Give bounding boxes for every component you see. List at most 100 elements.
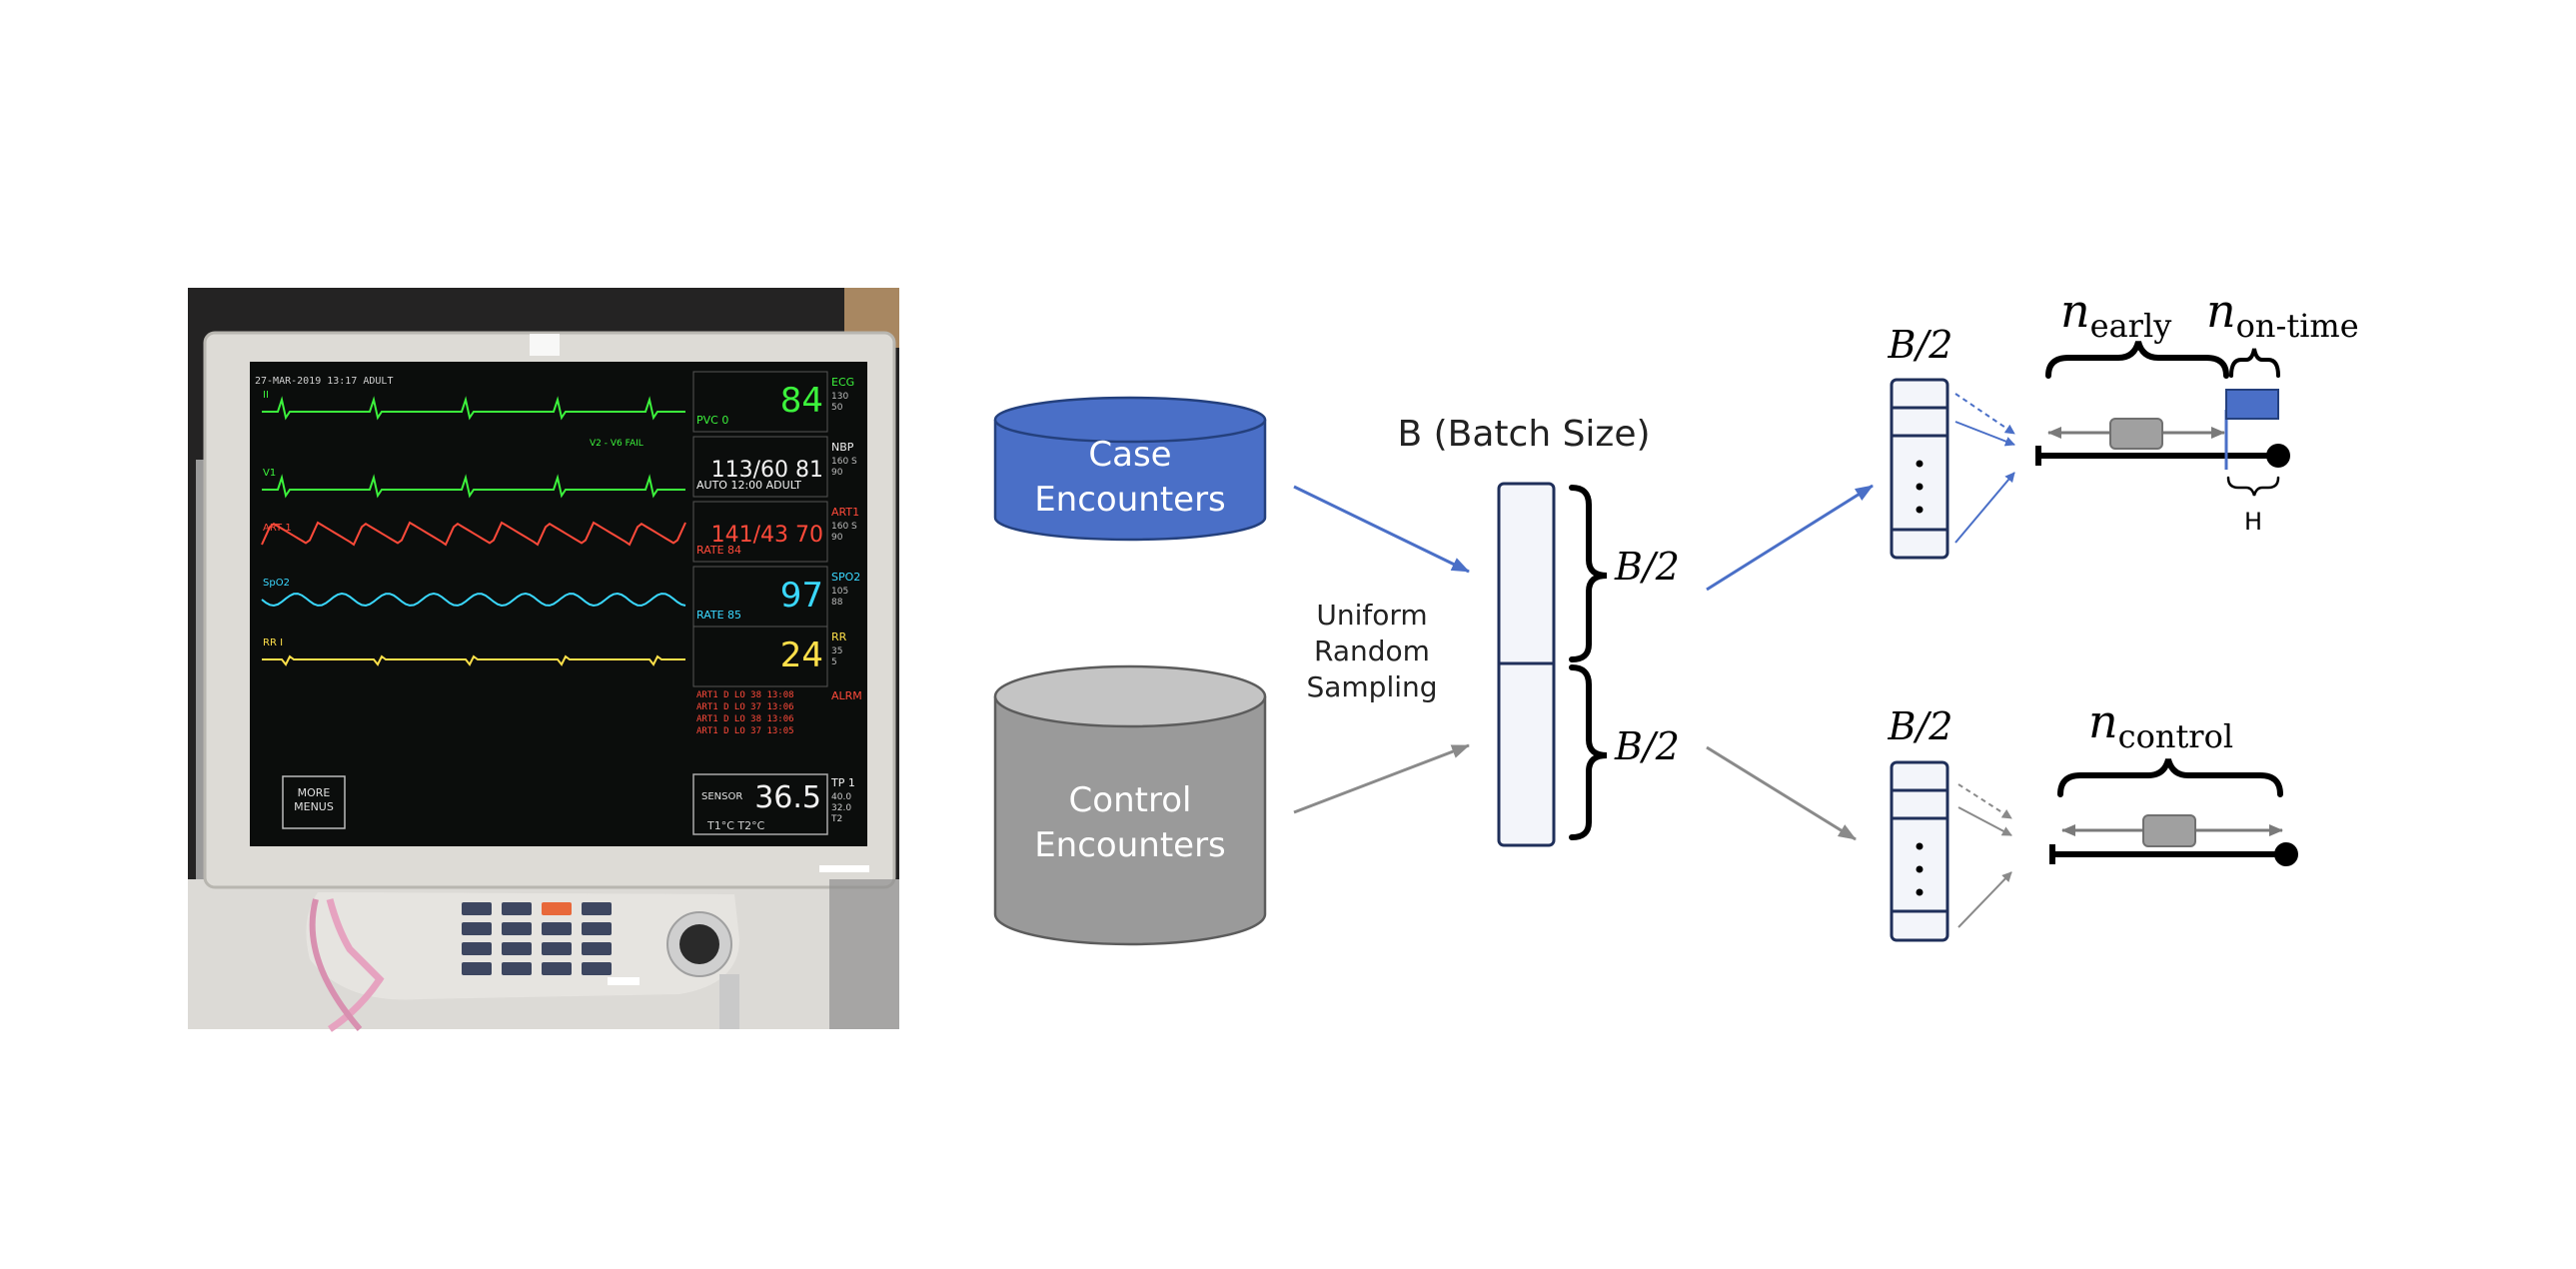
alarm-label: ALRM — [831, 689, 862, 702]
n-ontime-label: non-time — [2206, 284, 2359, 345]
vital-limit: 88 — [831, 598, 843, 608]
vital-sub-label: AUTO 12:00 ADULT — [696, 479, 801, 492]
on-time-box — [2225, 389, 2279, 420]
vital-panel — [692, 626, 828, 687]
vital-limit: 90 — [831, 468, 843, 478]
sensor-label: SENSOR — [701, 791, 742, 802]
keypad-key — [462, 942, 492, 955]
bottom-branch-arrow — [1706, 745, 1857, 841]
vital-panel — [692, 436, 828, 498]
keypad-key — [542, 942, 572, 955]
vital-param: RR — [831, 631, 847, 643]
top-half-label: B/2 — [1614, 545, 1680, 589]
rotary-knob — [679, 924, 719, 964]
keypad-key — [502, 962, 532, 975]
case-to-batch-arrow — [1293, 485, 1470, 574]
alarm-entry: ART1 D LO 38 13:08 — [696, 690, 794, 700]
n-early-brace — [2045, 341, 2229, 379]
bottom-half-label: B/2 — [1614, 724, 1680, 768]
bottom-window-box — [2142, 814, 2196, 847]
vital-value: 141/43 70 — [711, 523, 823, 548]
vital-value: 84 — [780, 381, 823, 421]
bottom-branch-label: B/2 — [1888, 704, 1953, 748]
h-label: H — [2244, 508, 2262, 536]
keypad-key — [542, 902, 572, 915]
n-control-brace — [2057, 758, 2283, 797]
vital-sub-label: RATE 84 — [696, 544, 741, 557]
keypad-key — [582, 922, 612, 935]
keypad-key — [582, 942, 612, 955]
vital-limit: 130 — [831, 392, 848, 402]
vital-param: ECG — [831, 376, 854, 389]
alarm-entry: ART1 D LO 37 13:06 — [696, 702, 794, 712]
vital-value: 113/60 81 — [711, 458, 823, 483]
control-to-batch-arrow — [1293, 743, 1470, 814]
vital-limit: 50 — [831, 403, 843, 413]
monitor-header: 27-MAR-2019 13:17 ADULT — [255, 376, 393, 387]
sampling-line3: Sampling — [1306, 670, 1437, 703]
top-window-box — [2109, 418, 2163, 450]
sampling-line1: Uniform — [1316, 599, 1427, 632]
sampling-line2: Random — [1314, 634, 1430, 667]
waveform — [261, 521, 686, 547]
keypad-key — [502, 942, 532, 955]
top-branch-label: B/2 — [1888, 323, 1953, 367]
wave-label: RR I — [263, 637, 283, 648]
top-minibatch — [1890, 378, 1949, 560]
monitor-screen — [250, 362, 867, 846]
keypad-key — [582, 902, 612, 915]
keypad-key — [502, 922, 532, 935]
keypad-key — [462, 902, 492, 915]
top-half-brace — [1569, 485, 1608, 662]
batch-size-label: B (Batch Size) — [1397, 414, 1650, 455]
vital-limit: 90 — [831, 533, 843, 543]
control-label-line2: Encounters — [1034, 825, 1226, 865]
control-encounters-database: Control Encounters — [993, 664, 1267, 946]
n-control-label: ncontrol — [2088, 694, 2233, 755]
keypad-key — [542, 962, 572, 975]
vital-value: 24 — [780, 635, 823, 675]
wave-label: ART 1 — [263, 523, 292, 534]
waveform — [262, 474, 685, 499]
control-keypad — [462, 902, 612, 975]
keypad-key — [582, 962, 612, 975]
vital-limit: 160 S — [831, 457, 857, 467]
h-brace — [2226, 476, 2280, 497]
keypad-key — [462, 962, 492, 975]
vital-panel — [692, 501, 828, 563]
vital-sub-label: RATE 85 — [696, 609, 741, 622]
vital-value: 97 — [780, 576, 823, 616]
case-label-line2: Encounters — [1034, 480, 1226, 520]
bottom-half-brace — [1569, 664, 1608, 840]
vital-param: ART1 — [831, 506, 859, 519]
bottom-minibatch — [1890, 760, 1949, 942]
case-encounters-database: Case Encounters — [993, 396, 1267, 542]
wave-label: V1 — [263, 468, 276, 479]
bottom-timeline-end — [2274, 842, 2298, 866]
sensor-value: 36.5 — [754, 780, 821, 815]
vital-limit: 160 S — [831, 522, 857, 532]
case-label-line1: Case — [1088, 435, 1171, 475]
vital-param: NBP — [831, 441, 854, 454]
vital-sub-label: PVC 0 — [696, 414, 728, 427]
alarm-entry: ART1 D LO 38 13:06 — [696, 714, 794, 724]
waveform — [262, 396, 685, 421]
keypad-key — [502, 902, 532, 915]
keypad-key — [462, 922, 492, 935]
n-early-label: nearly — [2060, 284, 2171, 345]
waveform — [261, 592, 686, 608]
vital-limit: 105 — [831, 587, 848, 597]
vital-limit: 35 — [831, 646, 842, 656]
vital-limit: 5 — [831, 657, 837, 667]
more-menus-button — [282, 775, 346, 829]
tp-label: TP 1 — [830, 776, 855, 789]
sensor-sub: T1°C T2°C — [706, 819, 765, 832]
keypad-key — [542, 922, 572, 935]
wave-label: II — [263, 390, 269, 401]
waveform — [262, 654, 685, 666]
alarm-entry: ART1 D LO 37 13:05 — [696, 726, 794, 736]
